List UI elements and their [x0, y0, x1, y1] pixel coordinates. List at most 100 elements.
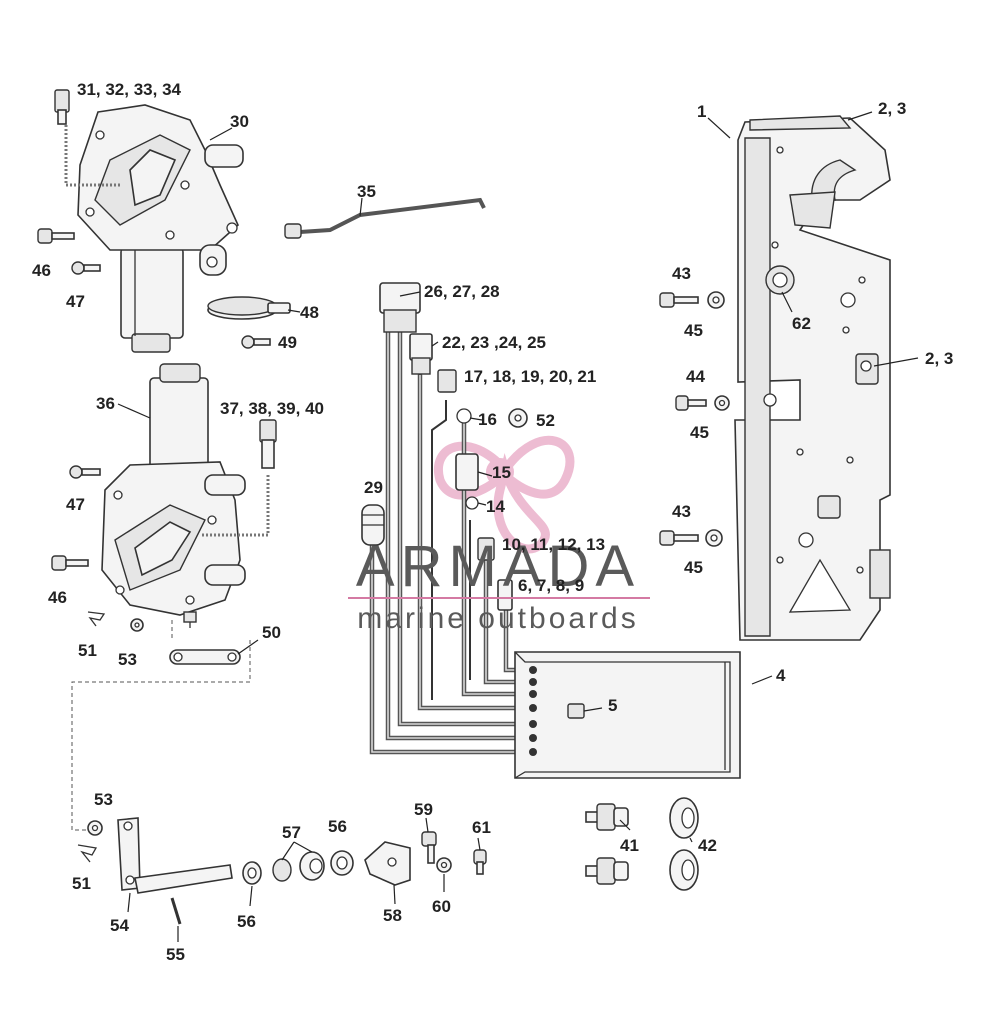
washer-45-lower [705, 529, 723, 547]
trim-motor-36 [101, 363, 270, 616]
connector-26 [379, 282, 421, 333]
callout-36: 36 [96, 394, 115, 413]
bolt-44 [675, 395, 707, 411]
fitting-41-lower [585, 857, 629, 885]
clip-51-upper [87, 611, 106, 627]
callout-43-upper: 43 [672, 264, 691, 283]
bolt-46-upper [37, 228, 75, 244]
callout-57: 57 [282, 823, 301, 842]
callout-41: 41 [620, 836, 639, 855]
callout-49: 49 [278, 333, 297, 352]
callout-55: 55 [166, 945, 185, 964]
bolt-59 [421, 831, 437, 864]
rod-35 [284, 197, 486, 239]
callout-31-34: 31, 32, 33, 34 [77, 80, 182, 99]
trim-motor-30 [64, 104, 244, 353]
wiring-harness [369, 327, 533, 755]
callout-51-lower: 51 [72, 874, 91, 893]
connector-37 [259, 419, 277, 469]
connector-29 [361, 504, 385, 546]
callout-52: 52 [536, 411, 555, 430]
washer-45-middle [714, 395, 730, 411]
leader-lines [117, 111, 919, 942]
callout-6-9: 6, 7, 8, 9 [518, 576, 584, 595]
callout-53-upper: 53 [118, 650, 137, 669]
callout-30: 30 [230, 112, 249, 131]
bushing-57 [272, 851, 325, 882]
callout-17-21: 17, 18, 19, 20, 21 [464, 367, 596, 386]
callout-46-lower: 46 [48, 588, 67, 607]
callout-26-28: 26, 27, 28 [424, 282, 500, 301]
callout-56-left: 56 [237, 912, 256, 931]
bolt-47-lower [69, 465, 101, 479]
callout-29: 29 [364, 478, 383, 497]
callout-51-upper: 51 [78, 641, 97, 660]
control-module-4 [514, 651, 741, 779]
grommet-42-lower [669, 849, 699, 891]
callout-22-25: 22, 23 ,24, 25 [442, 333, 546, 352]
callout-56-right: 56 [328, 817, 347, 836]
callout-58: 58 [383, 906, 402, 925]
bolt-47-upper [71, 261, 101, 275]
callout-47-lower: 47 [66, 495, 85, 514]
watermark-tagline: marine outboards [357, 602, 638, 635]
screw-61 [473, 849, 487, 875]
callout-43-lower: 43 [672, 502, 691, 521]
callout-61: 61 [472, 818, 491, 837]
callout-45-upper: 45 [684, 321, 703, 340]
callout-5: 5 [608, 696, 617, 715]
washer-56-left [242, 861, 262, 885]
callout-48: 48 [300, 303, 319, 322]
callout-47-upper: 47 [66, 292, 85, 311]
callout-45-lower: 45 [684, 558, 703, 577]
connector-17 [437, 369, 457, 393]
bolt-43-lower [659, 530, 699, 546]
link-50 [169, 611, 241, 665]
clamp-48 [207, 296, 291, 320]
washer-56-right [330, 850, 354, 876]
callout-60: 60 [432, 897, 451, 916]
callout-10-13: 10, 11, 12, 13 [502, 535, 605, 554]
callout-50: 50 [262, 623, 281, 642]
pin-55 [170, 897, 182, 925]
watermark-logo-icon [434, 436, 575, 554]
washer-53-upper [130, 618, 144, 632]
callout-4: 4 [776, 666, 786, 685]
terminal-14 [465, 496, 479, 510]
callout-1: 1 [697, 102, 706, 121]
callout-37-40: 37, 38, 39, 40 [220, 399, 324, 418]
callout-62: 62 [792, 314, 811, 333]
bracket-58 [364, 841, 411, 886]
terminal-16 [456, 408, 472, 424]
screw-49 [241, 335, 271, 349]
watermark-brand: ARMADA [356, 534, 640, 599]
washer-45-upper [707, 291, 725, 309]
callout-59: 59 [414, 800, 433, 819]
bolt-43-upper [659, 292, 699, 308]
connector-10 [477, 537, 495, 561]
bolt-46-lower [51, 555, 89, 571]
grommet-42-upper [669, 797, 699, 839]
lever-54 [117, 817, 233, 894]
callout-46-upper: 46 [32, 261, 51, 280]
callout-45-middle: 45 [690, 423, 709, 442]
fuse-holder-15 [455, 453, 479, 491]
callout-44: 44 [686, 367, 705, 386]
connector-22 [409, 333, 433, 375]
callout-53-lower: 53 [94, 790, 113, 809]
connector-31 [54, 89, 70, 125]
callout-54: 54 [110, 916, 129, 935]
clip-51-lower [77, 844, 98, 863]
watermark-text: ARMADA marine outboards [348, 534, 650, 635]
washer-53-lower [87, 820, 103, 836]
mounting-bracket-1 [734, 115, 891, 641]
connector-6 [497, 579, 513, 611]
callout-2-3-top: 2, 3 [878, 99, 906, 118]
fitting-41-upper [585, 803, 629, 831]
callout-16: 16 [478, 410, 497, 429]
washer-60 [436, 857, 452, 873]
relay-5 [567, 703, 585, 719]
callout-15: 15 [492, 463, 511, 482]
callout-14: 14 [486, 497, 505, 516]
